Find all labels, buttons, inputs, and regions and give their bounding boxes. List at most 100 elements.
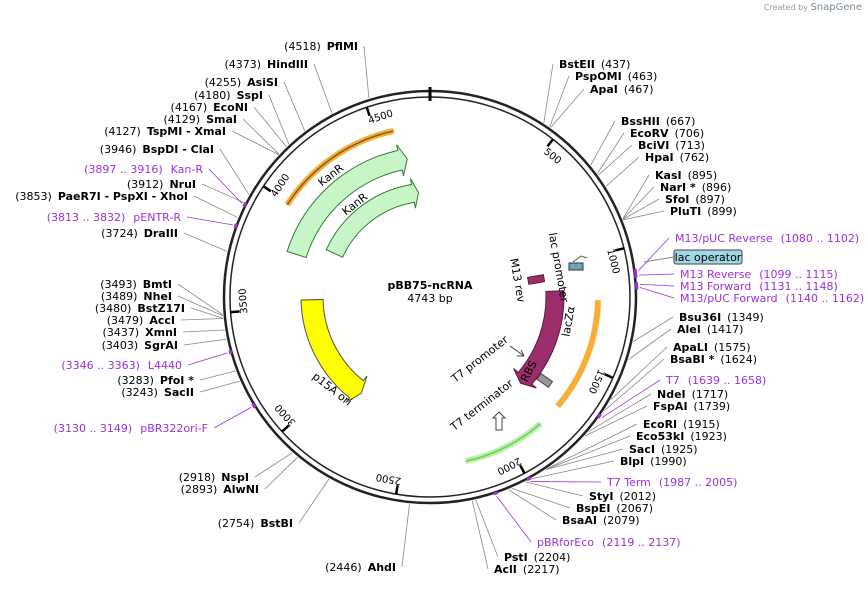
enzyme-site-smai[interactable]: SmaI(4129) bbox=[164, 113, 280, 155]
enzyme-position: (2067) bbox=[616, 502, 653, 515]
enzyme-site-paer7i-pspxi-xhoi[interactable]: PaeR7I - PspXI - XhoI(3853) bbox=[15, 190, 238, 218]
enzyme-site-sspi[interactable]: SspI(4180) bbox=[194, 89, 290, 145]
primer-t7-term[interactable]: T7 Term(1987 .. 2005) bbox=[526, 476, 738, 489]
enzyme-site-draiii[interactable]: DraIII(3724) bbox=[101, 227, 228, 252]
enzyme-site-bspdi-clai[interactable]: BspDI - ClaI(3946) bbox=[100, 143, 250, 195]
enzyme-leader-line bbox=[177, 283, 223, 316]
enzyme-site-nari-[interactable]: NarI *(896) bbox=[622, 181, 731, 220]
enzyme-site-eco53ki[interactable]: Eco53kI(1923) bbox=[546, 430, 727, 470]
enzyme-name: PflMI bbox=[327, 40, 358, 53]
enzyme-site-saci[interactable]: SacI(1925) bbox=[545, 443, 698, 471]
primer-pbr322ori-f[interactable]: pBR322ori-F(3130 .. 3149) bbox=[54, 403, 257, 435]
enzyme-site-bcivi[interactable]: BciVI(713) bbox=[598, 139, 705, 176]
enzyme-position: (2217) bbox=[523, 563, 560, 576]
green-feature-arc-core bbox=[465, 423, 541, 462]
lacZa-arrow bbox=[513, 290, 565, 389]
enzyme-site-ecorv[interactable]: EcoRV(706) bbox=[597, 127, 704, 174]
enzyme-site-pspomi[interactable]: PspOMI(463) bbox=[549, 70, 658, 128]
primer-name: T7 Term bbox=[606, 476, 651, 489]
enzyme-name: PaeR7I - PspXI - XhoI bbox=[58, 190, 188, 203]
tick-label-4500: 4500 bbox=[367, 108, 395, 126]
p15A-ori-arrow bbox=[300, 298, 368, 403]
enzyme-site-nspi[interactable]: NspI(2918) bbox=[179, 452, 293, 484]
enzyme-site-hpai[interactable]: HpaI(762) bbox=[605, 151, 709, 187]
enzyme-site-ecori[interactable]: EcoRI(1915) bbox=[548, 418, 720, 469]
primer-leader-line bbox=[496, 495, 532, 543]
enzyme-position: (1990) bbox=[650, 455, 687, 468]
primer-mark bbox=[526, 476, 532, 482]
enzyme-name: AclI bbox=[494, 563, 517, 576]
enzyme-site-bsteii[interactable]: BstEII(437) bbox=[543, 58, 631, 123]
enzyme-site-bmti[interactable]: BmtI(3493) bbox=[100, 278, 223, 316]
enzyme-site-bstz17i[interactable]: BstZ17I(3480) bbox=[95, 302, 224, 319]
enzyme-site-acci[interactable]: AccI(3479) bbox=[107, 314, 224, 327]
enzyme-site-alei[interactable]: AleI(1417) bbox=[628, 323, 743, 361]
primer-mark bbox=[228, 349, 233, 355]
enzyme-leader-line bbox=[550, 88, 585, 128]
enzyme-site-alwni[interactable]: AlwNI(2893) bbox=[181, 457, 298, 496]
enzyme-position: (2079) bbox=[603, 514, 640, 527]
tick-mark-4500 bbox=[365, 106, 371, 117]
enzyme-site-acli[interactable]: AclI (2217) bbox=[471, 500, 560, 576]
enzyme-leader-line bbox=[628, 328, 672, 361]
enzyme-site-bsaai[interactable]: BsaAI(2079) bbox=[508, 489, 640, 527]
enzyme-site-bspei[interactable]: BspEI(2067) bbox=[511, 487, 653, 515]
enzyme-site-ndei[interactable]: NdeI(1717) bbox=[588, 388, 729, 432]
enzyme-site-kasi[interactable]: KasI(895) bbox=[622, 169, 717, 220]
enzyme-site-apai[interactable]: ApaI(467) bbox=[550, 83, 654, 128]
enzyme-leader-line bbox=[199, 380, 240, 393]
enzyme-site-hindiii[interactable]: HindIII(4373) bbox=[224, 58, 333, 114]
primer-name: M13/pUC Forward bbox=[680, 292, 778, 305]
enzyme-position: (3437) bbox=[103, 326, 140, 339]
enzyme-leader-line bbox=[598, 144, 633, 176]
primer-kan-r[interactable]: Kan-R(3897 .. 3916) bbox=[84, 163, 248, 208]
enzyme-leader-line bbox=[201, 183, 245, 204]
enzyme-site-nrui[interactable]: NruI(3912) bbox=[127, 178, 245, 204]
enzyme-site-blpi[interactable]: BlpI(1990) bbox=[530, 455, 687, 480]
enzyme-leader-line bbox=[253, 106, 287, 147]
enzyme-site-ahdi[interactable]: AhdI(2446) bbox=[325, 503, 410, 574]
t7-promoter-glyph bbox=[509, 345, 525, 357]
enzyme-site-sgrai[interactable]: SgrAI(3403) bbox=[102, 338, 227, 352]
primer-m13-puc-reverse[interactable]: M13/pUC Reverse(1080 .. 1102) bbox=[633, 232, 860, 274]
enzyme-site-nhei[interactable]: NheI(3489) bbox=[101, 290, 224, 317]
enzyme-position: (4129) bbox=[164, 113, 201, 126]
primer-position: (1080 .. 1102) bbox=[781, 232, 860, 245]
enzyme-site-apali[interactable]: ApaLI(1575) bbox=[610, 341, 751, 400]
enzyme-name: EcoRI bbox=[643, 418, 677, 431]
enzyme-position: (2918) bbox=[179, 471, 216, 484]
enzyme-name: AhdI bbox=[368, 561, 396, 574]
enzyme-site-pluti[interactable]: PluTI(899) bbox=[623, 205, 737, 221]
primer-pentr-r[interactable]: pENTR-R(3813 .. 3832) bbox=[47, 211, 238, 229]
enzyme-site-xmni[interactable]: XmnI(3437) bbox=[103, 326, 225, 339]
enzyme-site-tspmi-xmai[interactable]: TspMI - XmaI(4127) bbox=[104, 125, 279, 155]
enzyme-position: (3912) bbox=[127, 178, 164, 191]
primer-t7[interactable]: T7(1639 .. 1658) bbox=[596, 374, 766, 419]
enzyme-leader-line bbox=[313, 63, 333, 114]
enzyme-site-fspai[interactable]: FspAI(1739) bbox=[584, 400, 731, 437]
enzyme-site-bstbi[interactable]: BstBI(2754) bbox=[218, 478, 330, 530]
enzyme-site-asisi[interactable]: AsiSI(4255) bbox=[205, 76, 306, 132]
enzyme-position: (1923) bbox=[690, 430, 727, 443]
enzyme-site-bsu36i[interactable]: Bsu36I(1349) bbox=[632, 311, 764, 342]
primer-m13-forward[interactable]: M13 Forward(1131 .. 1148) bbox=[634, 280, 838, 293]
enzyme-name: SspI bbox=[237, 89, 263, 102]
enzyme-site-styi[interactable]: StyI(2012) bbox=[525, 481, 656, 503]
enzyme-leader-line bbox=[549, 75, 570, 128]
primer-position: (1140 .. 1162) bbox=[786, 292, 865, 305]
primer-name: pBR322ori-F bbox=[140, 422, 208, 435]
primer-pbrforeco[interactable]: pBRforEco(2119 .. 2137) bbox=[493, 491, 681, 549]
enzyme-site-psti[interactable]: PstI(2204) bbox=[475, 499, 571, 564]
tick-label-3000: 3000 bbox=[273, 401, 298, 427]
primer-l4440[interactable]: L4440(3346 .. 3363) bbox=[61, 349, 233, 372]
enzyme-site-sfoi[interactable]: SfoI(897) bbox=[622, 193, 725, 220]
enzyme-site-bsabi-[interactable]: BsaBI *(1624) bbox=[603, 353, 757, 412]
enzyme-leader-line bbox=[584, 405, 648, 437]
enzyme-site-econi[interactable]: EcoNI(4167) bbox=[171, 101, 287, 147]
primer-position: (1099 .. 1115) bbox=[759, 268, 838, 281]
enzyme-site-sacii[interactable]: SacII(3243) bbox=[121, 380, 240, 399]
enzyme-site-bsshii[interactable]: BssHII(667) bbox=[590, 115, 696, 166]
primer-m13-reverse[interactable]: M13 Reverse(1099 .. 1115) bbox=[634, 268, 838, 281]
enzyme-site-pfoi-[interactable]: PfoI *(3283) bbox=[117, 370, 236, 387]
enzyme-site-pflmi[interactable]: PflMI(4518) bbox=[284, 40, 370, 99]
